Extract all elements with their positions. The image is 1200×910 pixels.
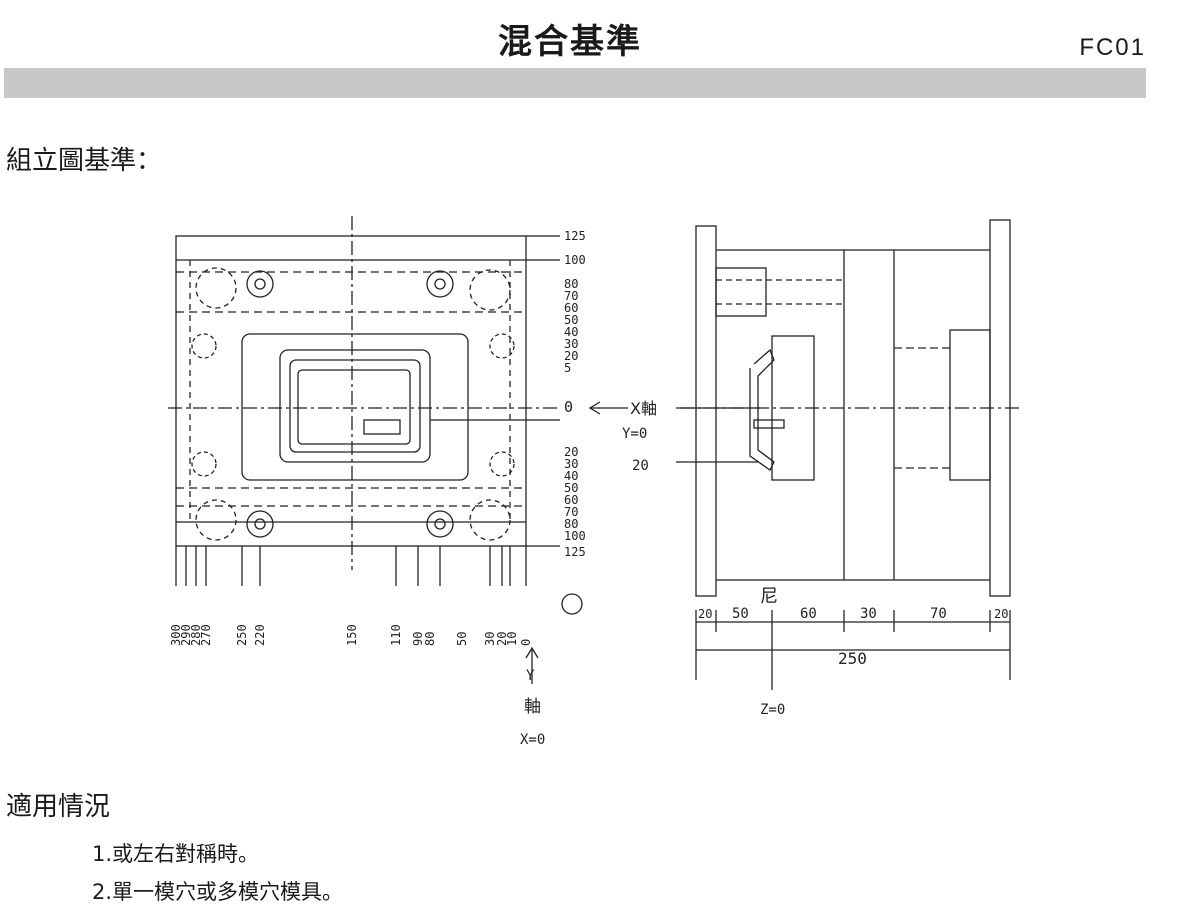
front-right-label: 60 [564, 301, 578, 315]
front-bottom-label: 270 [199, 624, 213, 646]
front-plate-outline [175, 235, 527, 547]
side-total-label: 250 [838, 649, 867, 668]
bolt-bottom-right [426, 510, 454, 538]
side-guide-pin [715, 267, 767, 317]
front-bottom-labels: 300 290 280 270 250 220 150 110 90 80 50… [169, 624, 533, 646]
bolt-bottom-left [246, 510, 274, 538]
z-eq-zero: Z=0 [760, 702, 785, 718]
dim-20: 20 [632, 458, 649, 474]
front-right-labels-lower: 20 30 40 50 60 70 80 100 125 [564, 445, 586, 559]
side-bottom-label: 50 [732, 606, 749, 622]
side-bottom-label: 70 [930, 606, 947, 622]
usage-title: 適用情況 [6, 792, 111, 822]
side-view [676, 219, 1020, 690]
front-right-label: 50 [564, 313, 578, 327]
front-bottom-label: 280 [189, 624, 203, 646]
front-bottom-label: 30 [483, 632, 497, 646]
page-title: 混合基準 [498, 22, 642, 62]
guide-bush-bl [195, 499, 237, 541]
front-bottom-label: 50 [455, 632, 469, 646]
front-origin-label: 0 [564, 398, 573, 416]
side-ejector-plate [949, 329, 991, 481]
front-bottom-label: 110 [389, 624, 403, 646]
front-right-label: 100 [564, 253, 586, 267]
bolt-top-right [426, 270, 454, 298]
front-right-label-lower: 60 [564, 493, 578, 507]
front-right-label-lower: 50 [564, 481, 578, 495]
gate [363, 419, 401, 435]
front-right-label: 125 [564, 229, 586, 243]
front-right-label-lower: 80 [564, 517, 578, 531]
side-mark: 尼 [760, 586, 778, 607]
front-bottom-label: 80 [423, 632, 437, 646]
front-right-label: 40 [564, 325, 578, 339]
front-right-label-lower: 100 [564, 529, 586, 543]
guide-bush-br [469, 499, 511, 541]
front-right-label: 30 [564, 337, 578, 351]
origin-mark [561, 593, 583, 615]
x-eq-zero: X=0 [520, 732, 545, 748]
front-bottom-label: 290 [179, 624, 193, 646]
front-bottom-label: 20 [495, 632, 509, 646]
front-bottom-label: 300 [169, 624, 183, 646]
front-bottom-label: 10 [505, 632, 519, 646]
usage-item-1: 1.或左右對稱時。 [92, 842, 260, 866]
side-part [749, 348, 775, 471]
front-right-label-lower: 70 [564, 505, 578, 519]
y-axis-char: 軸 [524, 697, 541, 717]
header-bar [4, 68, 1146, 98]
front-bottom-label: 150 [345, 624, 359, 646]
front-bottom-label: 250 [235, 624, 249, 646]
assembly-drawing: 125 100 80 70 60 50 40 30 20 5 0 20 30 4… [160, 210, 1040, 760]
cavity-plate [241, 333, 469, 481]
cavity-outline [279, 349, 431, 463]
front-right-label-lower: 40 [564, 469, 578, 483]
front-right-label: 20 [564, 349, 578, 363]
side-bottom-label: 30 [860, 606, 877, 622]
guide-bush-tr [469, 269, 511, 311]
usage-item-2: 2.單一模穴或多模穴模具。 [92, 880, 344, 904]
guide-bush-tl [195, 267, 237, 309]
y-eq-zero: Y=0 [622, 426, 647, 442]
front-bottom-label: 0 [519, 639, 533, 646]
front-bottom-label: 90 [411, 632, 425, 646]
side-clamp-left [695, 225, 717, 597]
section-title: 組立圖基準： [6, 146, 163, 176]
front-view [168, 216, 628, 684]
front-right-labels: 125 100 80 70 60 50 40 30 20 5 0 [564, 229, 586, 416]
x-axis-label: X軸 [630, 399, 657, 418]
bolt-top-left [246, 270, 274, 298]
side-bottom-labels: 20 50 60 30 70 20 250 Z=0 尼 [698, 586, 1008, 718]
front-right-label-lower: 30 [564, 457, 578, 471]
front-right-label: 5 [564, 361, 571, 375]
side-bottom-label: 20 [698, 607, 712, 621]
side-bottom-label: 20 [994, 607, 1008, 621]
y-axis-label: Y [526, 668, 535, 684]
front-right-label-lower: 125 [564, 545, 586, 559]
document-code: FC01 [1079, 34, 1146, 61]
front-bottom-label: 220 [253, 624, 267, 646]
side-bottom-label: 60 [800, 606, 817, 622]
front-right-label: 70 [564, 289, 578, 303]
front-right-label-lower: 20 [564, 445, 578, 459]
front-right-label: 80 [564, 277, 578, 291]
